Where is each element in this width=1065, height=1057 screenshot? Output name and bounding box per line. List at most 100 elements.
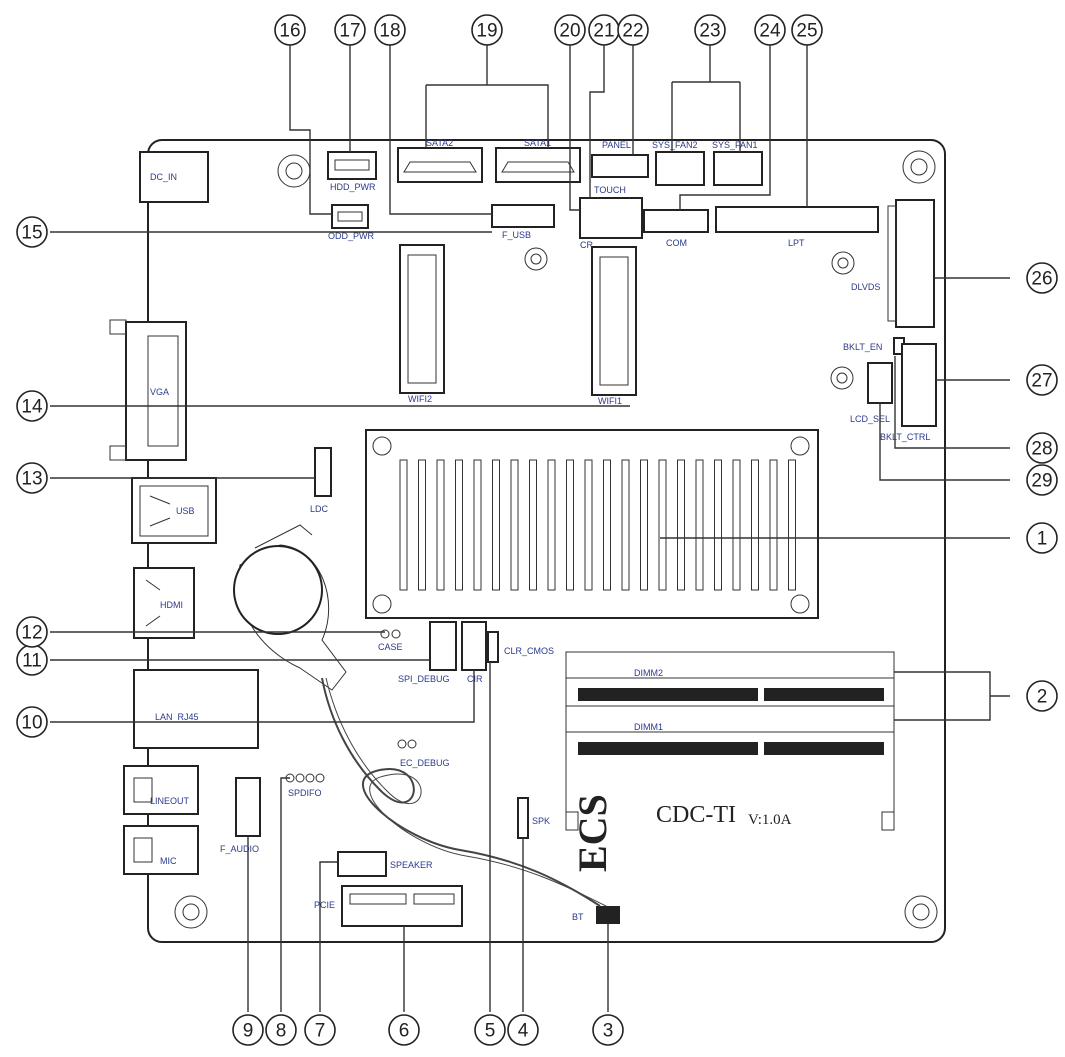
callout-number-9: 9: [243, 1021, 254, 1042]
lpt-header: [715, 206, 879, 233]
callout-number-17: 17: [339, 21, 360, 42]
bt-label: BT: [572, 912, 584, 922]
callout-21: 21: [588, 14, 620, 46]
callout-4: 4: [507, 1014, 539, 1046]
clr-cmos-label: CLR_CMOS: [504, 646, 554, 656]
vga-label: VGA: [150, 387, 169, 397]
callout-number-10: 10: [21, 713, 42, 734]
callout-5: 5: [474, 1014, 506, 1046]
callout-12: 12: [16, 616, 48, 648]
callout-27: 27: [1026, 364, 1058, 396]
callout-9: 9: [232, 1014, 264, 1046]
hdmi-label: HDMI: [160, 600, 183, 610]
dimm1-label: DIMM1: [634, 722, 663, 732]
mounting-hole-bottom-right: [904, 895, 938, 929]
lineout-jack: [123, 765, 199, 815]
dimm2-label: DIMM2: [634, 668, 663, 678]
callout-25: 25: [791, 14, 823, 46]
callout-number-25: 25: [796, 21, 817, 42]
com-label: COM: [666, 238, 687, 248]
speaker-connector: [337, 851, 387, 877]
callout-number-23: 23: [699, 21, 720, 42]
callout-7: 7: [304, 1014, 336, 1046]
hdd-pwr-connector: [327, 151, 377, 180]
pcie-slot: [341, 885, 463, 927]
brand-logo: ECS: [570, 794, 615, 872]
callout-number-28: 28: [1031, 439, 1052, 460]
callout-number-5: 5: [485, 1021, 496, 1042]
mounting-hole-top-right: [902, 150, 936, 184]
spi-debug-label: SPI_DEBUG: [398, 674, 450, 684]
cmos-battery: [233, 524, 347, 691]
lcd-sel-label: LCD_SEL: [850, 414, 890, 424]
f-audio-label: F_AUDIO: [220, 844, 259, 854]
spi-debug-header: [429, 621, 457, 671]
lan-rj45-label: LAN_RJ45: [155, 712, 199, 722]
callout-18: 18: [374, 14, 406, 46]
spk-label: SPK: [532, 816, 550, 826]
callout-number-29: 29: [1031, 471, 1052, 492]
sata1-connector: [495, 147, 581, 183]
callout-number-1: 1: [1037, 529, 1048, 550]
brand-logo-text: ECS: [570, 794, 615, 872]
f-usb-header: [491, 204, 555, 228]
ldc-header: [314, 447, 332, 497]
callout-19: 19: [471, 14, 503, 46]
standoff-right: [831, 251, 855, 275]
callout-14: 14: [16, 390, 48, 422]
heatsink: [365, 429, 819, 619]
callout-15: 15: [16, 216, 48, 248]
callout-29: 29: [1026, 464, 1058, 496]
callout-3: 3: [592, 1014, 624, 1046]
callout-number-20: 20: [559, 21, 580, 42]
bklt-ctrl-connector: [901, 343, 937, 427]
spk-header: [517, 797, 529, 839]
callout-2: 2: [1026, 680, 1058, 712]
usb-connector: [131, 477, 217, 544]
callout-24: 24: [754, 14, 786, 46]
cir-label: CIR: [467, 674, 483, 684]
callout-number-18: 18: [379, 21, 400, 42]
callout-16: 16: [274, 14, 306, 46]
cr-label: CR: [580, 240, 593, 250]
callout-number-15: 15: [21, 223, 42, 244]
callout-number-3: 3: [603, 1021, 614, 1042]
board-version: V:1.0A: [748, 812, 792, 828]
wifi1-slot: [591, 246, 637, 396]
callout-number-19: 19: [476, 21, 497, 42]
standoff-center: [524, 247, 548, 271]
ec-debug-jumper: [397, 739, 417, 749]
callout-number-26: 26: [1031, 269, 1052, 290]
lan-rj45-connector: [133, 669, 259, 749]
mic-label: MIC: [160, 856, 177, 866]
callout-1: 1: [1026, 522, 1058, 554]
standoff-lcd: [830, 366, 854, 390]
f-usb-label: F_USB: [502, 230, 531, 240]
callout-number-24: 24: [759, 21, 781, 42]
com-header: [643, 209, 709, 233]
model-name: CDC-TI: [656, 802, 736, 828]
ec-debug-label: EC_DEBUG: [400, 758, 450, 768]
hdmi-connector: [133, 567, 195, 639]
mounting-hole-bottom-left: [174, 895, 208, 929]
sata2-connector: [397, 147, 483, 183]
callout-number-2: 2: [1037, 687, 1048, 708]
callout-17: 17: [334, 14, 366, 46]
callout-number-16: 16: [279, 21, 300, 42]
panel-label: PANEL: [602, 140, 631, 150]
pcie-label: PCIE: [314, 900, 335, 910]
wifi2-slot: [399, 244, 445, 394]
dlvds-label: DLVDS: [851, 282, 880, 292]
cr-header: [579, 197, 643, 239]
sys-fan1-label: SYS_FAN1: [712, 140, 758, 150]
ldc-label: LDC: [310, 504, 329, 514]
spdifo-label: SPDIFO: [288, 788, 322, 798]
bklt-ctrl-label: BKLT_CTRL: [880, 432, 930, 442]
sys-fan2-label: SYS_FAN2: [652, 140, 698, 150]
hdd-pwr-label: HDD_PWR: [330, 182, 376, 192]
antenna-cable: [321, 677, 601, 907]
callout-26: 26: [1026, 262, 1058, 294]
callout-number-11: 11: [22, 651, 42, 672]
